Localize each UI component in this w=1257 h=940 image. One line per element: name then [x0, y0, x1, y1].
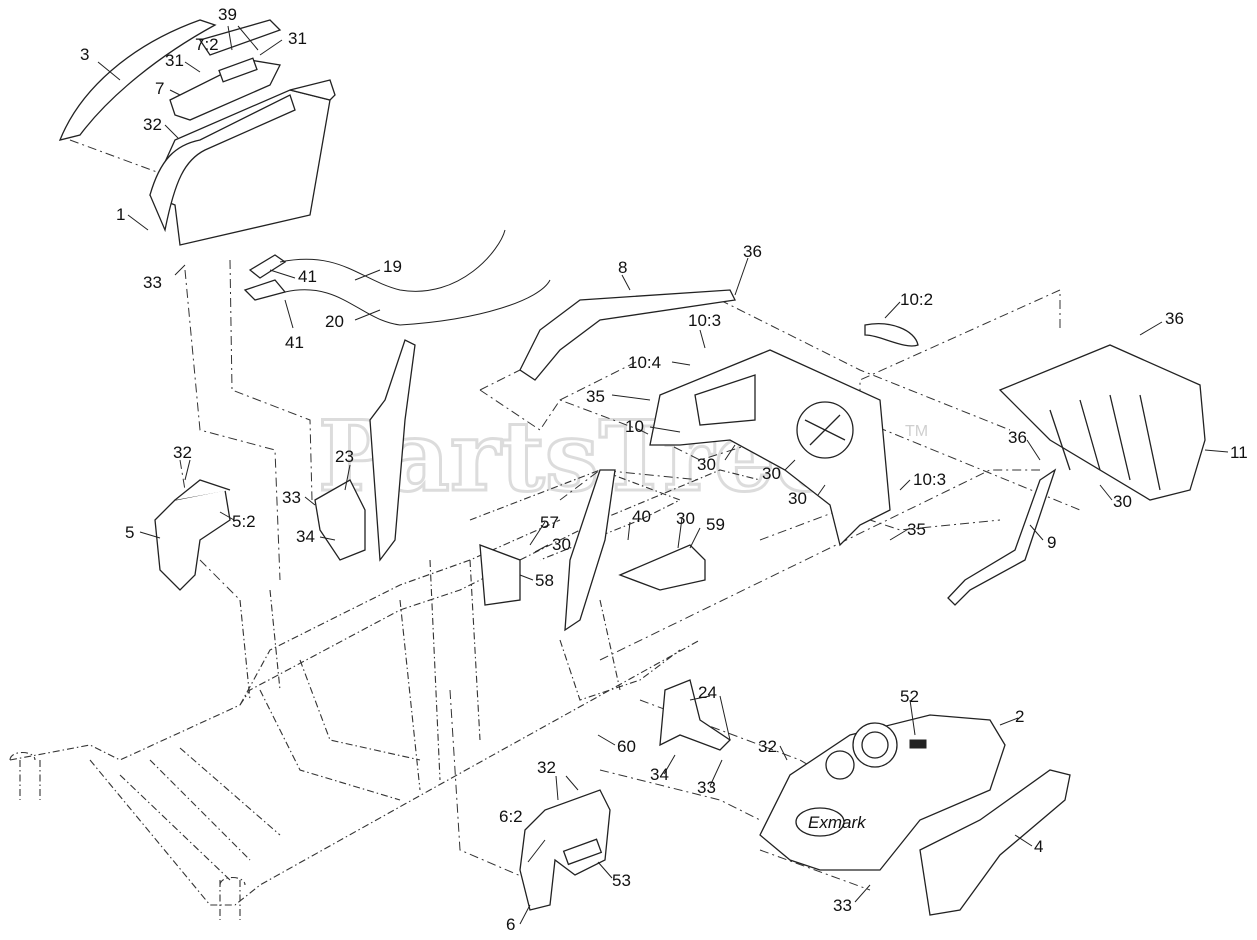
callout-36: 36 [743, 242, 762, 261]
callout-32: 32 [143, 115, 162, 134]
part-3-trim-strip [58, 19, 217, 141]
callout-33: 33 [282, 488, 301, 507]
callout-31: 31 [165, 51, 184, 70]
callout-20: 20 [325, 312, 344, 331]
callout-6-2: 6:2 [499, 807, 523, 826]
part-4-fender-trim [919, 769, 1071, 916]
callout-19: 19 [383, 257, 402, 276]
callout-36: 36 [1165, 309, 1184, 328]
part-24-bracket [659, 679, 732, 751]
callout-41: 41 [285, 333, 304, 352]
callout-59: 59 [706, 515, 725, 534]
callout-30: 30 [788, 489, 807, 508]
part-11-guard [998, 344, 1206, 501]
callout-4: 4 [1034, 837, 1043, 856]
callout-leaders [97, 25, 1229, 925]
left-brackets [154, 479, 706, 606]
callout-30: 30 [552, 535, 571, 554]
callout-6: 6 [506, 915, 515, 934]
callout-32: 32 [758, 737, 777, 756]
callout-36: 36 [1008, 428, 1027, 447]
callout-24: 24 [698, 683, 717, 702]
callout-2: 2 [1015, 707, 1024, 726]
callout-58: 58 [535, 571, 554, 590]
watermark-trademark: TM [905, 423, 928, 440]
part-2-fuel-tank: Exmark [759, 714, 1006, 871]
callout-32: 32 [537, 758, 556, 777]
callout-41: 41 [298, 267, 317, 286]
callout-35: 35 [586, 387, 605, 406]
callout-30: 30 [697, 455, 716, 474]
callout-5-2: 5:2 [232, 512, 256, 531]
callout-33: 33 [143, 273, 162, 292]
callout-8: 8 [618, 258, 627, 277]
callout-7: 7 [155, 79, 164, 98]
callout-60: 60 [617, 737, 636, 756]
callout-3: 3 [80, 45, 89, 64]
callout-10-2: 10:2 [900, 290, 933, 309]
callout-39: 39 [218, 5, 237, 24]
callout-40: 40 [632, 507, 651, 526]
callout-10: 10 [625, 417, 644, 436]
callout-31: 31 [288, 29, 307, 48]
part-59-bracket [618, 544, 706, 591]
exmark-logo-text: Exmark [808, 813, 867, 832]
part-6-cover [519, 789, 611, 911]
part-1-console-panel [149, 89, 331, 246]
callout-33: 33 [697, 778, 716, 797]
part-10-2-decal [864, 323, 919, 347]
callout-10-3: 10:3 [913, 470, 946, 489]
callout-57: 57 [540, 513, 559, 532]
callout-10-4: 10:4 [628, 353, 661, 372]
callout-52: 52 [900, 687, 919, 706]
callout-32: 32 [173, 443, 192, 462]
part-9-bracket [947, 468, 1057, 606]
callout-30: 30 [676, 509, 695, 528]
callout-11: 11 [1230, 443, 1248, 462]
callout-35: 35 [907, 520, 926, 539]
callout-30: 30 [762, 464, 781, 483]
frame-assembly [9, 469, 761, 920]
callout-1: 1 [116, 205, 125, 224]
callout-33: 33 [833, 896, 852, 915]
callout-7-2: 7:2 [195, 35, 219, 54]
part-23-bracket [314, 479, 366, 561]
callout-34: 34 [296, 527, 315, 546]
callout-10-3: 10:3 [688, 311, 721, 330]
callout-labels: 3 39 7:2 31 31 7 32 1 33 41 19 20 41 8 3… [80, 5, 1248, 934]
callout-5: 5 [125, 523, 134, 542]
part-58-bracket [479, 544, 521, 606]
callout-34: 34 [650, 765, 669, 784]
part-10-panel [649, 323, 919, 547]
throttle-cables [243, 229, 551, 326]
callout-30: 30 [1113, 492, 1132, 511]
steering-towers [369, 339, 616, 632]
callout-9: 9 [1047, 533, 1056, 552]
part-8-bracket [519, 289, 736, 381]
callout-53: 53 [612, 871, 631, 890]
part-5-cover [154, 489, 231, 591]
console-assembly [58, 19, 336, 246]
callout-23: 23 [335, 447, 354, 466]
